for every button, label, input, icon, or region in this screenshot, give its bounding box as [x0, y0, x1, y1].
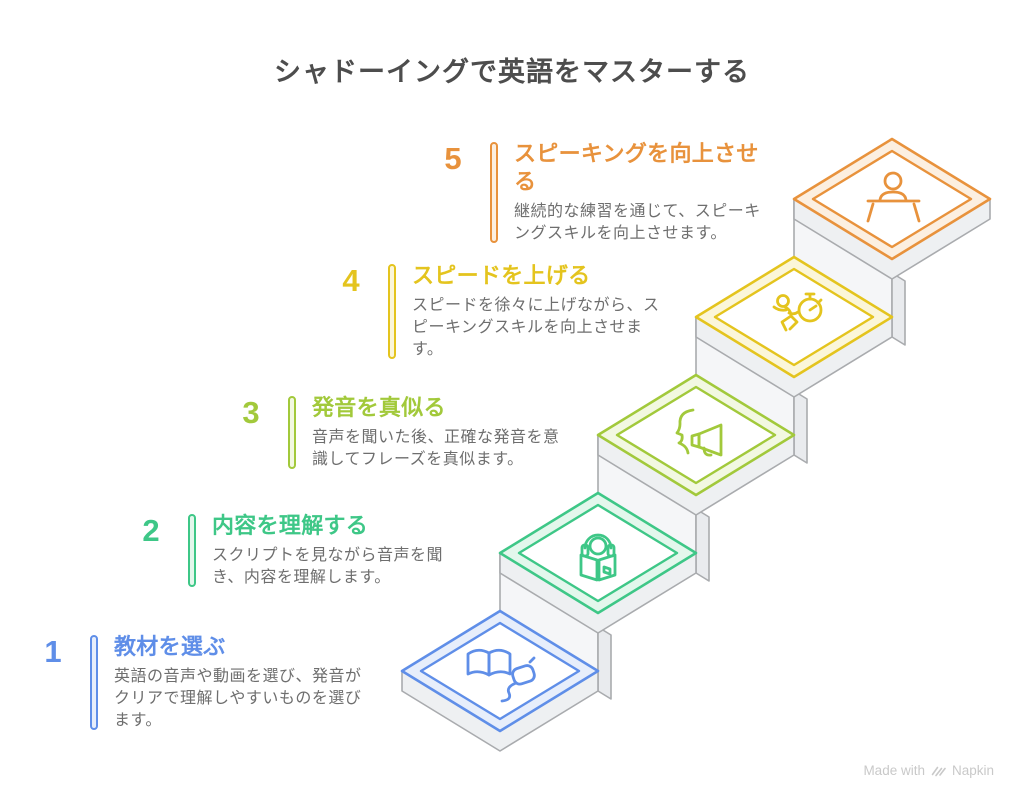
- step-3-number: 3: [242, 395, 260, 430]
- step-2-title: 内容を理解する: [212, 513, 369, 538]
- step-3-text-block: 3 発音を真似る 音声を聞いた後、正確な発音を意識してフレーズを真似ます。: [228, 394, 570, 471]
- step-4-riser-side: [891, 272, 906, 346]
- step-5-tile: [792, 137, 992, 261]
- step-3-riser-side: [793, 390, 808, 464]
- step-3-description: 音声を聞いた後、正確な発音を意識してフレーズを真似ます。: [312, 429, 560, 468]
- made-with-label: Made with: [863, 763, 925, 778]
- step-1-tile: [400, 609, 600, 733]
- step-3-title: 発音を真似る: [312, 395, 446, 420]
- napkin-credit-link[interactable]: Made with Napkin: [863, 763, 994, 778]
- step-5-accent-bar: [490, 142, 498, 243]
- step-2-number: 2: [142, 513, 160, 548]
- step-3-accent-bar: [288, 396, 296, 469]
- napkin-brand: Napkin: [951, 763, 994, 778]
- step-1-text-block: 1 教材を選ぶ 英語の音声や動画を選び、発音がクリアで理解しやすいものを選びます…: [30, 633, 372, 732]
- reading-with-headphones-icon: [579, 533, 617, 582]
- step-2-text-block: 2 内容を理解する スクリプトを見ながら音声を聞き、内容を理解します。: [128, 512, 470, 589]
- step-1-description: 英語の音声や動画を選び、発音がクリアで理解しやすいものを選びます。: [114, 668, 362, 729]
- step-2-riser-side: [695, 508, 710, 582]
- step-1-accent-bar: [90, 635, 98, 730]
- step-4-number: 4: [342, 263, 360, 298]
- step-5-description: 継続的な練習を通じて、スピーキングスキルを向上させます。: [514, 203, 761, 242]
- step-4-accent-bar: [388, 264, 396, 359]
- step-4-text-block: 4 スピードを上げる スピードを徐々に上げながら、スピーキングスキルを向上させま…: [328, 262, 670, 361]
- step-5-title: スピーキングを向上させる: [514, 141, 759, 194]
- step-2-description: スクリプトを見ながら音声を聞き、内容を理解します。: [212, 547, 444, 586]
- step-2-tile: [498, 491, 698, 615]
- step-3-tile: [596, 373, 796, 497]
- step-4-tile: [694, 255, 894, 379]
- step-1-number: 1: [44, 634, 62, 669]
- face-megaphone-icon: [675, 408, 723, 457]
- step-4-description: スピードを徐々に上げながら、スピーキングスキルを向上させます。: [412, 297, 660, 358]
- step-5-text-block: 5 スピーキングを向上させる 継続的な練習を通じて、スピーキングスキルを向上させ…: [430, 140, 772, 245]
- napkin-logo-icon: [931, 766, 946, 776]
- step-5-number: 5: [444, 141, 462, 176]
- step-1-riser-side: [597, 626, 612, 700]
- step-1-title: 教材を選ぶ: [114, 634, 226, 659]
- step-2-accent-bar: [188, 514, 196, 587]
- diagram-title: シャドーイングで英語をマスターする: [274, 57, 750, 87]
- presenter-podium-icon: [866, 171, 921, 223]
- step-4-title: スピードを上げる: [412, 263, 591, 288]
- runner-stopwatch-icon: [772, 292, 823, 332]
- book-and-mouse-icon: [466, 648, 536, 703]
